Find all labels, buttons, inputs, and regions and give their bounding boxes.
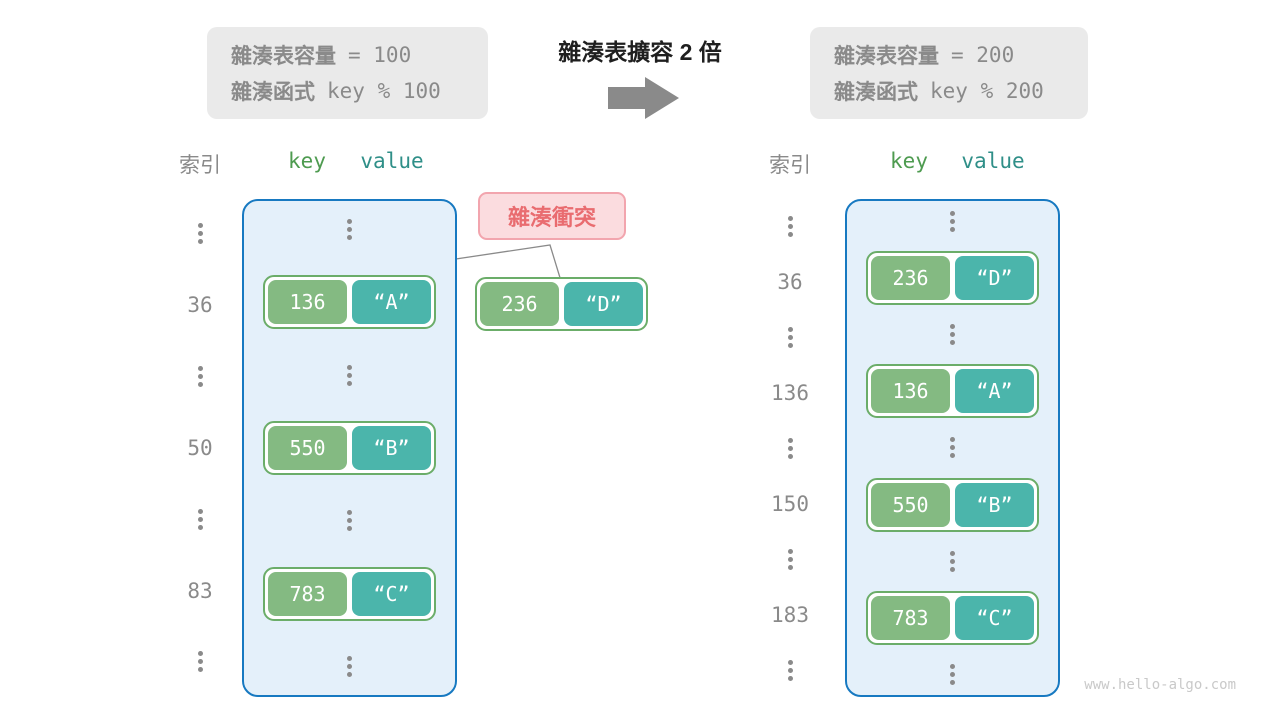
external-kv-pair: 236 “D”	[475, 277, 648, 331]
index-label: 50	[187, 435, 213, 460]
index-label: 136	[771, 380, 809, 405]
ellipsis-dots	[950, 210, 955, 232]
hash-table-container-after: 236 “D” 136 “A” 550 “B” 783 “C”	[845, 199, 1060, 697]
hash-table-container-before: 136 “A” 550 “B” 783 “C”	[242, 199, 457, 697]
ellipsis-dots	[347, 510, 352, 532]
watermark: www.hello-algo.com	[1084, 677, 1236, 693]
index-label: 83	[187, 578, 213, 603]
ellipsis-dots	[787, 548, 793, 570]
value-cell: “B”	[352, 425, 431, 470]
ellipsis-dots	[197, 223, 203, 245]
key-cell: 136	[268, 280, 347, 325]
kv-pair: 136 “A”	[263, 275, 436, 330]
hash-function-label: 雜湊函式	[231, 81, 315, 104]
index-label: 36	[777, 269, 803, 294]
key-cell: 550	[871, 482, 950, 527]
kv-pair: 550 “B”	[866, 477, 1039, 532]
value-cell: “C”	[955, 596, 1034, 641]
ellipsis-dots	[950, 664, 955, 686]
capacity-info-box-before: 雜湊表容量 = 100 雜湊函式 key % 100	[207, 27, 488, 119]
kv-pair: 550 “B”	[263, 420, 436, 475]
index-label: 36	[187, 293, 213, 318]
ellipsis-dots	[347, 218, 352, 240]
index-column-header-left: 索引	[179, 154, 221, 177]
ellipsis-dots	[347, 656, 352, 678]
ellipsis-dots	[347, 364, 352, 386]
ellipsis-dots	[787, 437, 793, 459]
expand-title: 雜湊表擴容 2 倍	[558, 39, 722, 65]
value-cell: “D”	[955, 255, 1034, 300]
kv-pair: 136 “A”	[866, 364, 1039, 419]
ellipsis-dots	[950, 550, 955, 572]
hash-function-value: key % 200	[930, 79, 1044, 103]
kv-pair: 783 “C”	[263, 566, 436, 621]
ellipsis-dots	[787, 659, 793, 681]
ellipsis-dots	[197, 366, 203, 388]
key-column-header-right: key	[890, 149, 928, 173]
index-label: 183	[771, 602, 809, 627]
capacity-value: = 100	[348, 43, 412, 67]
key-cell: 236	[871, 255, 950, 300]
collision-label: 雜湊衝突	[478, 192, 626, 240]
value-cell: “D”	[564, 282, 643, 326]
ellipsis-dots	[787, 326, 793, 348]
capacity-line: 雜湊表容量 = 200	[834, 40, 1064, 70]
value-cell: “B”	[955, 482, 1034, 527]
key-cell: 783	[268, 571, 347, 616]
hash-function-line: 雜湊函式 key % 100	[231, 76, 464, 106]
ellipsis-dots	[197, 508, 203, 530]
index-column-header-right: 索引	[769, 154, 811, 177]
value-cell: “C”	[352, 571, 431, 616]
hash-function-line: 雜湊函式 key % 200	[834, 76, 1064, 106]
expand-arrow-icon	[608, 77, 679, 119]
kv-pair: 783 “C”	[866, 591, 1039, 646]
ellipsis-dots	[197, 651, 203, 673]
index-label: 150	[771, 491, 809, 516]
ellipsis-dots	[787, 215, 793, 237]
value-cell: “A”	[352, 280, 431, 325]
index-column-right: 36 136 150 183	[760, 199, 820, 697]
kv-pair: 236 “D”	[866, 250, 1039, 305]
key-column-header-left: key	[288, 149, 326, 173]
hash-function-value: key % 100	[327, 79, 441, 103]
value-column-header-right: value	[961, 149, 1025, 173]
hash-function-label: 雜湊函式	[834, 81, 918, 104]
value-column-header-left: value	[360, 149, 424, 173]
ellipsis-dots	[950, 324, 955, 346]
key-cell: 136	[871, 369, 950, 414]
value-cell: “A”	[955, 369, 1034, 414]
index-column-left: 36 50 83	[170, 199, 230, 697]
capacity-label: 雜湊表容量	[834, 45, 939, 68]
key-cell: 236	[480, 282, 559, 326]
capacity-value: = 200	[951, 43, 1015, 67]
key-cell: 550	[268, 425, 347, 470]
capacity-info-box-after: 雜湊表容量 = 200 雜湊函式 key % 200	[810, 27, 1088, 119]
capacity-line: 雜湊表容量 = 100	[231, 40, 464, 70]
ellipsis-dots	[950, 437, 955, 459]
key-cell: 783	[871, 596, 950, 641]
capacity-label: 雜湊表容量	[231, 45, 336, 68]
